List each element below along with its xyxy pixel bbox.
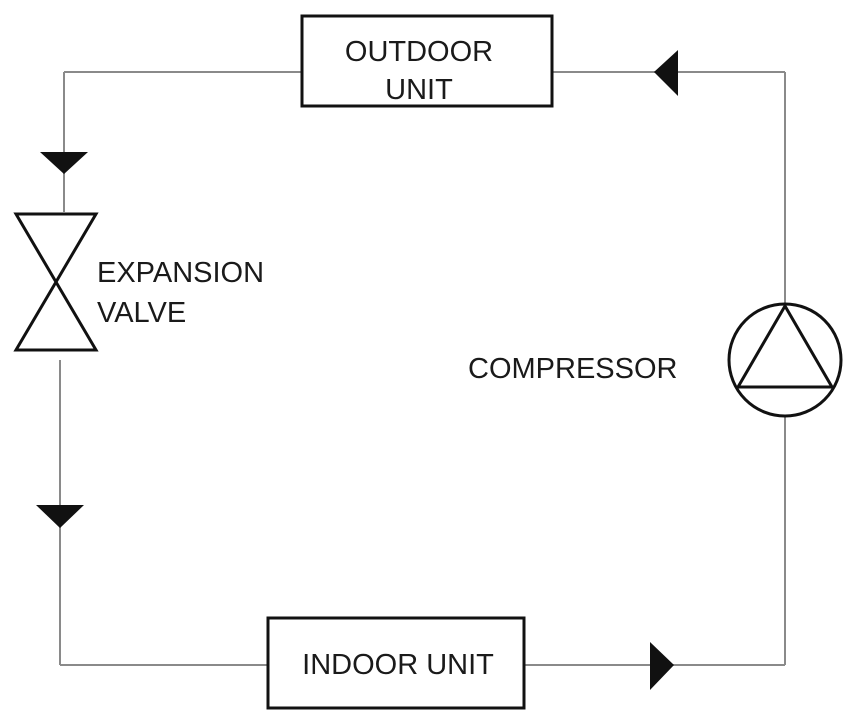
expansion-valve-label-line2: VALVE: [97, 297, 186, 329]
expansion-valve: EXPANSION VALVE: [13, 212, 264, 352]
outdoor-unit-box: [300, 14, 554, 108]
flow-arrow-top-icon: [654, 50, 678, 96]
indoor-unit-box: [266, 616, 526, 710]
outdoor-unit-label-line1: OUTDOOR: [345, 36, 493, 68]
flow-arrow-bottom-icon: [650, 642, 674, 690]
compressor-label: COMPRESSOR: [468, 353, 677, 385]
indoor-unit: INDOOR UNIT: [266, 616, 526, 710]
outdoor-unit-label-line2: UNIT: [385, 74, 453, 106]
compressor-circle: [727, 302, 843, 418]
expansion-valve-label-line1: EXPANSION: [97, 257, 264, 289]
flow-arrow-left-lower-icon: [36, 505, 84, 528]
indoor-unit-label: INDOOR UNIT: [302, 649, 494, 681]
compressor-triangle-icon: [735, 303, 835, 389]
expansion-valve-icon: [13, 212, 99, 352]
compressor: COMPRESSOR: [468, 302, 843, 418]
outdoor-unit: OUTDOOR UNIT: [300, 14, 554, 108]
flow-arrow-left-upper-icon: [40, 152, 88, 174]
